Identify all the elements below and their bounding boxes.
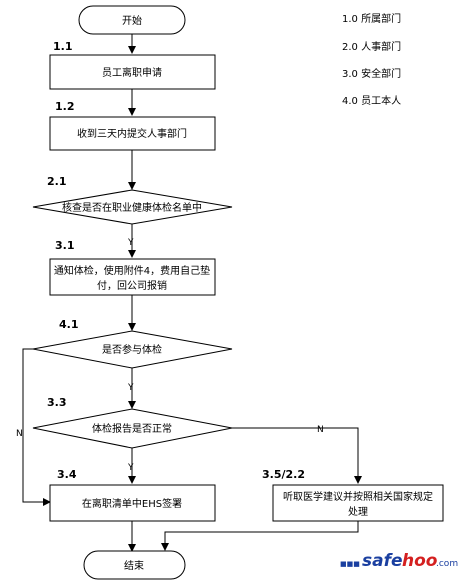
legend-item-2: 2.0 人事部门	[342, 42, 402, 53]
check-label: 核查是否在职业健康体检名单中	[62, 201, 202, 214]
sign-box	[49, 484, 216, 522]
submit-box	[49, 116, 216, 151]
notify-label-line2: 付，回公司报销	[97, 279, 167, 292]
step-1-2: 1.2	[55, 100, 75, 113]
advice-label-line1: 听取医学建议并按照相关国家规定	[283, 490, 433, 503]
edge-label-yes-2: Y	[127, 383, 134, 393]
watermark-suffix: .com	[436, 559, 458, 569]
watermark-brand-a: safe	[362, 551, 403, 571]
step-1-1: 1.1	[53, 40, 73, 53]
notify-label-line1: 通知体检，使用附件4，费用自己垫	[54, 264, 210, 277]
legend-item-4: 4.0 员工本人	[342, 96, 402, 107]
step-3-5-2-2: 3.5/2.2	[262, 468, 305, 481]
end-terminal	[83, 550, 186, 580]
report-decision	[32, 408, 233, 449]
edge-label-no-right: N	[317, 425, 324, 435]
start-terminal	[78, 5, 186, 35]
apply-label: 员工离职申请	[102, 66, 162, 79]
step-3-1: 3.1	[55, 239, 75, 252]
step-3-4: 3.4	[57, 468, 77, 481]
advice-label-line2: 处理	[348, 506, 368, 518]
edge-abnormal-report	[232, 427, 362, 484]
notify-box	[49, 258, 216, 296]
participate-label: 是否参与体检	[102, 343, 162, 356]
start-label: 开始	[122, 14, 142, 27]
step-4-1: 4.1	[59, 318, 79, 331]
legend-item-1: 1.0 所属部门	[342, 14, 402, 25]
edge-advice-to-end	[161, 521, 359, 551]
apply-box	[49, 54, 216, 90]
step-3-3: 3.3	[47, 396, 67, 409]
edge-no-participation	[22, 348, 51, 506]
check-decision	[32, 189, 233, 225]
sign-label: 在离职清单中EHS签署	[82, 497, 182, 510]
advice-box	[272, 484, 444, 522]
participate-decision	[32, 330, 233, 369]
watermark-prefix: ■■■	[340, 560, 360, 568]
step-2-1: 2.1	[47, 175, 67, 188]
watermark-brand-b: hoo	[402, 551, 438, 571]
end-label: 结束	[124, 559, 144, 572]
watermark-logo: ■■■ safe hoo .com	[340, 551, 458, 571]
edge-label-no-left: N	[16, 429, 23, 439]
edge-label-yes-3: Y	[127, 463, 134, 473]
report-label: 体检报告是否正常	[92, 422, 172, 435]
submit-label: 收到三天内提交人事部门	[77, 127, 187, 140]
legend-item-3: 3.0 安全部门	[342, 69, 402, 80]
edge-label-yes-1: Y	[127, 238, 134, 248]
